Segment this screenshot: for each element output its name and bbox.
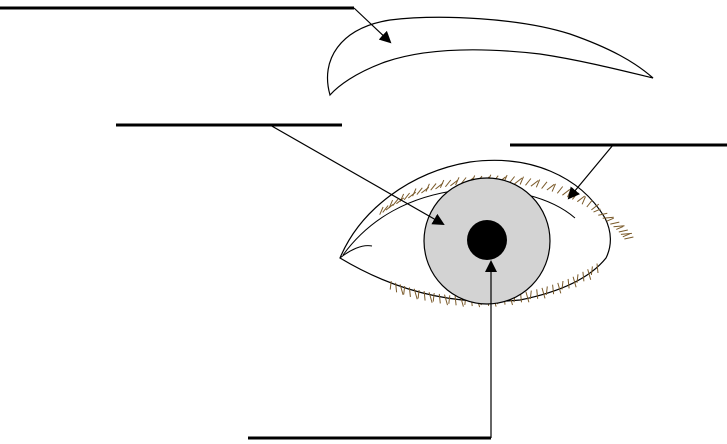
eyelash [619, 230, 628, 232]
eyelash [621, 233, 632, 234]
eyelash [607, 218, 614, 221]
pointer-iris [270, 125, 443, 224]
eyelash [624, 237, 633, 239]
eyelash [610, 222, 619, 224]
pointer-eyelashes [569, 145, 613, 198]
pupil [467, 220, 507, 260]
